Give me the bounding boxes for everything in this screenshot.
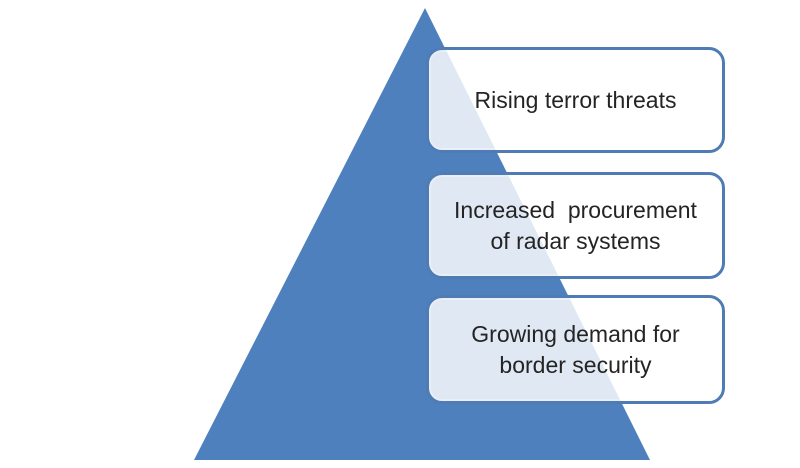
driver-box-growing-demand: Growing demand for border security (426, 295, 725, 404)
driver-label: Growing demand for border security (471, 321, 680, 378)
driver-label: Increased procurement of radar systems (454, 197, 697, 254)
driver-box-rising-terror-threats: Rising terror threats (426, 47, 725, 153)
driver-box-increased-procurement: Increased procurement of radar systems (426, 172, 725, 279)
driver-label: Rising terror threats (474, 86, 677, 113)
